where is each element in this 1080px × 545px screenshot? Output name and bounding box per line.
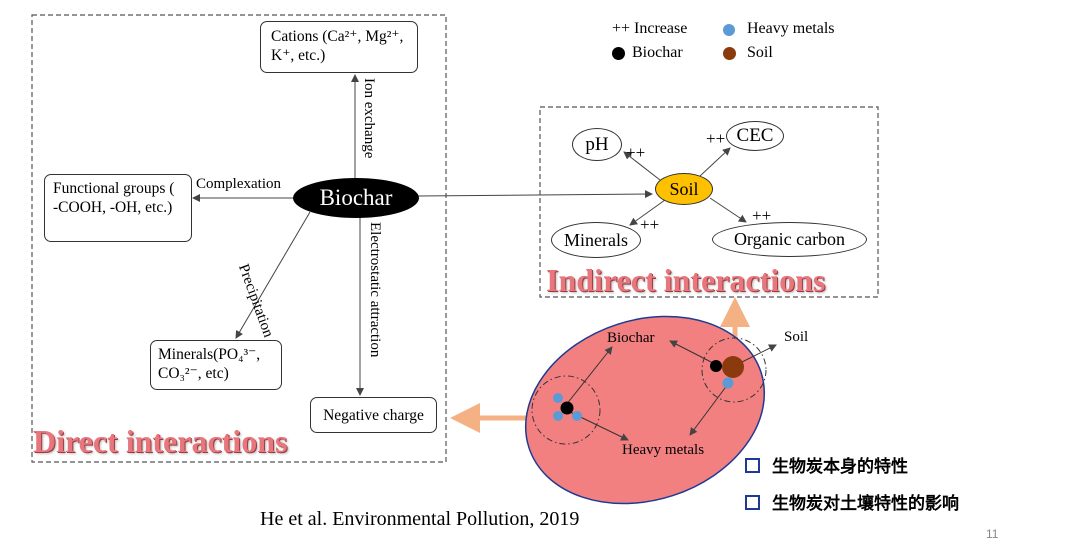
mechanism-biochar-label: Biochar: [607, 330, 655, 346]
heavy-metal-dot: [553, 411, 563, 421]
mechanism-ellipse: [524, 315, 766, 505]
heavy-metal-dot: [553, 393, 563, 403]
soil-organic-arrow: [709, 197, 747, 223]
organic-plus: ++: [752, 206, 772, 225]
minerals-box: Minerals(PO₄³⁻, CO₃²⁻, etc): [150, 340, 282, 390]
direct-frame: [31, 14, 447, 463]
biochar-dot: [710, 360, 722, 372]
biochar-dot: [560, 401, 574, 415]
ph-plus: ++: [626, 143, 646, 162]
bullet-item-1: 生物炭本身的特性: [745, 452, 908, 477]
soil-cec-arrow: [699, 147, 731, 177]
biochar-to-soil-arrow: [417, 190, 653, 199]
legend-heavy-metals: Heavy metals: [747, 20, 835, 37]
bullet-text: 生物炭本身的特性: [772, 457, 908, 477]
electrostatic-label: Electrostatic attraction: [367, 222, 383, 358]
negative-charge-box: Negative charge: [310, 397, 437, 433]
complexation-label: Complexation: [196, 176, 281, 192]
heavy-metal-dot: [722, 377, 734, 389]
cec-plus: ++: [706, 129, 726, 148]
bullet-item-2: 生物炭对土壤特性的影响: [745, 489, 959, 514]
precipitation-arrow: [235, 211, 311, 339]
minerals-node: Minerals: [551, 222, 641, 258]
square-bullet-icon: [745, 495, 760, 510]
left-cluster-circle: [531, 375, 601, 445]
legend-heavy-metals-marker: [723, 24, 735, 36]
ion-exchange-label: Ion exchange: [361, 78, 377, 159]
page-number: 11: [986, 527, 999, 541]
legend-soil: Soil: [747, 44, 773, 61]
legend-biochar: Biochar: [632, 44, 683, 61]
indirect-frame: [539, 106, 879, 298]
soil-minerals-arrow: [629, 199, 666, 226]
legend-biochar-marker: [612, 47, 625, 60]
organic-carbon-node: Organic carbon: [712, 222, 867, 257]
heavy-metal-dot: [572, 411, 582, 421]
indirect-interactions-title: Indirect interactions: [546, 262, 826, 298]
soil-ph-arrow: [623, 151, 661, 181]
ph-node: pH: [572, 128, 622, 161]
soil-node: Soil: [655, 173, 713, 205]
legend-soil-marker: [723, 47, 736, 60]
cations-box: Cations (Ca²⁺, Mg²⁺, K⁺, etc.): [260, 21, 418, 73]
functional-groups-box: Functional groups ( -COOH, -OH, etc.): [44, 174, 192, 242]
legend-increase: ++ Increase: [612, 20, 688, 37]
bullet-text: 生物炭对土壤特性的影响: [772, 494, 959, 514]
mechanism-soil-label: Soil: [784, 329, 809, 345]
minerals-plus: ++: [640, 215, 660, 234]
soil-dot: [722, 356, 744, 378]
biochar-node: Biochar: [293, 178, 419, 218]
mechanism-heavy-metals-label: Heavy metals: [622, 442, 705, 458]
citation: He et al. Environmental Pollution, 2019: [260, 508, 580, 530]
direct-interactions-title: Direct interactions: [33, 423, 288, 459]
square-bullet-icon: [745, 458, 760, 473]
right-cluster-circle: [701, 337, 767, 403]
cec-node: CEC: [726, 121, 784, 151]
